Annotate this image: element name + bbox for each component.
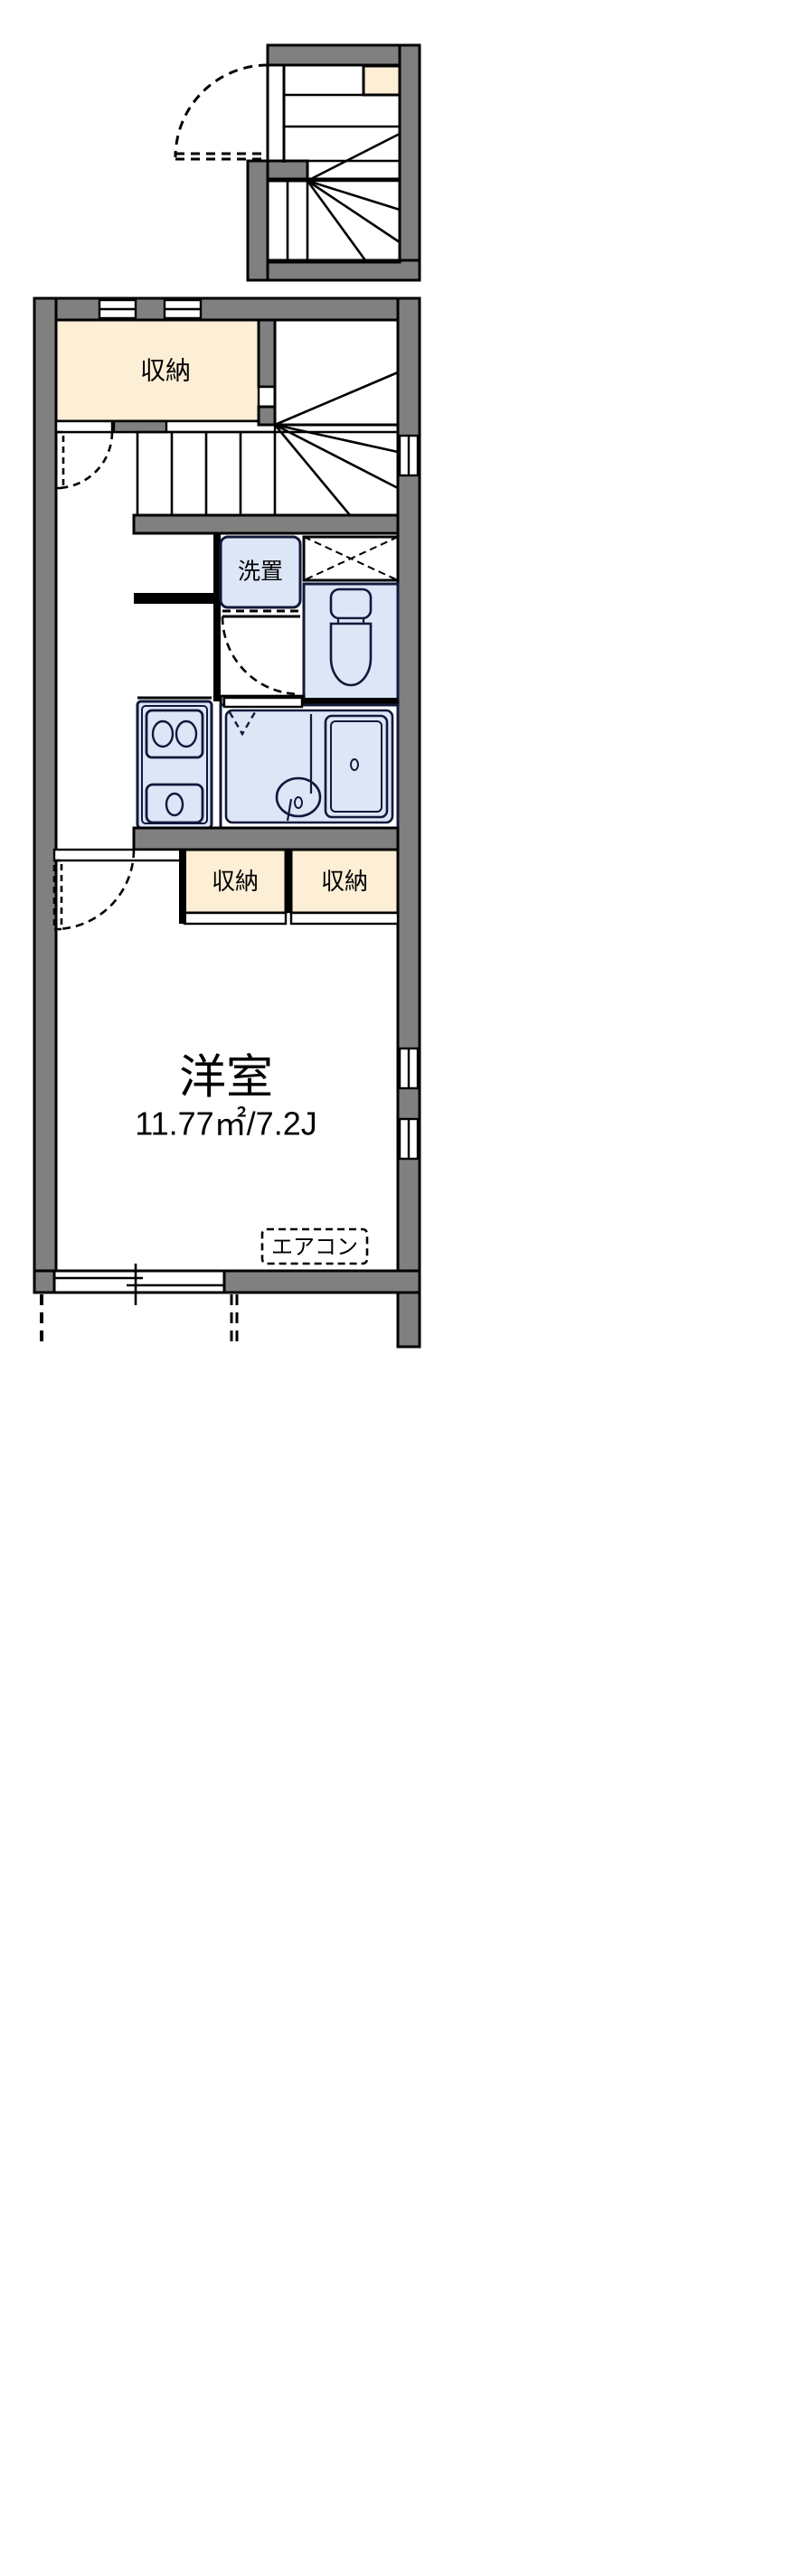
washbasin-drain-icon xyxy=(294,796,303,809)
sink-drain-icon xyxy=(165,792,184,817)
upper-closet-patch xyxy=(362,64,401,97)
bottom-sliding-window[interactable] xyxy=(52,1264,226,1305)
wall-bottom-right xyxy=(222,1269,421,1294)
upper-wall-right xyxy=(398,43,421,282)
main-room-area: 11.77㎡/7.2J xyxy=(135,1105,316,1142)
storage-upper[interactable]: 収納 xyxy=(54,318,277,434)
stair-straight-treads xyxy=(136,432,277,517)
kitchen-counter[interactable] xyxy=(136,696,213,830)
bath-door-marker xyxy=(228,711,257,737)
unit-bath[interactable] xyxy=(219,703,400,830)
wall-closet-stair-divider-lower xyxy=(257,405,277,427)
main-floor-plan: 収納 xyxy=(33,296,421,1349)
wall-below-wet xyxy=(132,826,400,851)
wall-corridor-stub xyxy=(134,593,221,604)
wall-storage-left-edge xyxy=(179,850,186,924)
upper-corridor-lines xyxy=(266,65,309,181)
toilet-compartment[interactable] xyxy=(302,535,400,701)
bathtub-drain-icon xyxy=(350,758,359,771)
wall-corridor-vertical xyxy=(213,533,221,701)
wall-closet-stair-divider xyxy=(257,318,277,389)
wall-under-stair xyxy=(132,513,400,535)
bathtub-inner-icon xyxy=(330,720,382,813)
washer-space[interactable]: 洗置 xyxy=(219,535,302,609)
room-entry-door-arc xyxy=(53,849,136,931)
toilet-bowl-icon xyxy=(329,622,373,687)
bath-counter-edge-2 xyxy=(286,798,293,822)
storage-upper-door-overlap xyxy=(112,419,168,434)
main-room-label: 洋室 xyxy=(179,1052,273,1105)
toilet-shelf-x2 xyxy=(303,536,399,581)
wall-storage-divider xyxy=(286,850,292,913)
wall-bottom-left-stub xyxy=(33,1269,56,1294)
room-entry-door[interactable] xyxy=(52,849,136,931)
stove-burner-left-icon xyxy=(151,719,175,748)
toilet-door-arc xyxy=(221,616,301,696)
main-room: 洋室 11.77㎡/7.2J xyxy=(135,1052,316,1142)
storage-left-label: 収納 xyxy=(212,868,259,895)
toilet-tank-icon xyxy=(329,588,373,620)
aircon-box xyxy=(260,1227,369,1265)
corridor-walls xyxy=(134,533,221,701)
main-winder-stair xyxy=(136,318,400,522)
washer-space-label: 洗置 xyxy=(238,559,283,585)
upper-landing-plan xyxy=(174,43,421,282)
opening-closet-stair xyxy=(257,385,277,409)
toilet-door[interactable] xyxy=(221,609,301,696)
storage-right[interactable]: 収納 xyxy=(289,848,400,926)
bath-door-strip[interactable] xyxy=(222,696,304,709)
right-wall-windows xyxy=(398,434,420,1161)
washer-space-area xyxy=(219,535,302,609)
storage-right-label: 収納 xyxy=(321,868,368,895)
wall-top xyxy=(33,296,421,322)
sliding-window-frame xyxy=(52,1269,226,1294)
storage-right-door[interactable] xyxy=(289,911,400,926)
stove-burner-right-icon xyxy=(175,719,198,748)
entrance-door-swing-upper xyxy=(174,63,269,161)
storage-upper-label: 収納 xyxy=(140,356,191,384)
wall-toilet-bath xyxy=(300,698,398,707)
wall-left xyxy=(33,296,58,1294)
upper-wall-left xyxy=(246,159,269,282)
storage-left-door[interactable] xyxy=(183,911,288,926)
room-door-strip[interactable] xyxy=(52,848,184,862)
storage-upper-area xyxy=(54,318,277,423)
entrance-door-main[interactable] xyxy=(54,419,114,490)
aircon-annotation: エアコン xyxy=(260,1227,369,1265)
upper-wall-top xyxy=(266,43,421,67)
upper-outer-walls xyxy=(246,43,421,282)
entrance-door-leaf xyxy=(54,430,65,490)
entrance-door-frame xyxy=(54,419,114,434)
top-wall-windows xyxy=(98,298,203,320)
room-entry-door-leaf xyxy=(52,859,63,931)
aircon-label: エアコン xyxy=(271,1235,358,1259)
upper-winder-stair xyxy=(266,93,401,264)
balcony-outline xyxy=(40,1294,239,1347)
entrance-door-arc xyxy=(55,431,114,490)
storage-left[interactable]: 収納 xyxy=(183,848,288,926)
